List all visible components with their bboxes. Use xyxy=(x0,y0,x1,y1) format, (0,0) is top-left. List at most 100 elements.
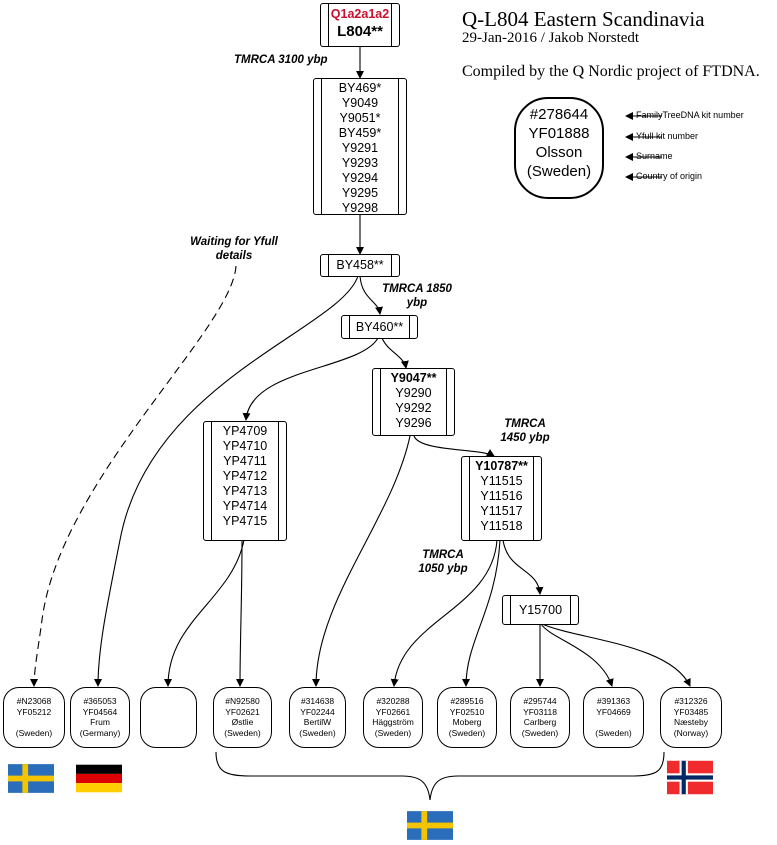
node-root-l804: Q1a2a1a2 L804** xyxy=(320,3,400,47)
waiting-line-1: Waiting for Yfull xyxy=(190,236,278,248)
leaf-yfull: YF02510 xyxy=(449,706,485,717)
leaf-kit: #314638 xyxy=(300,696,335,706)
flag-sweden-icon xyxy=(407,811,453,840)
leaf-country: (Sweden) xyxy=(299,727,336,738)
leaf-365053: #365053 YF04564 Frum (Germany) xyxy=(70,687,130,748)
snp: Y15700 xyxy=(518,602,563,617)
leaf-country: (Sweden) xyxy=(595,727,632,738)
snp: YP4713 xyxy=(222,484,268,498)
snp: Y10787** xyxy=(475,459,528,473)
leaf-yfull: YF03485 xyxy=(673,706,709,717)
node-by458: BY458** xyxy=(320,254,400,277)
leaf-kit: #N23068 xyxy=(16,696,52,706)
node-y15700: Y15700 xyxy=(502,595,579,625)
leaf-314638: #314638 YF02244 BertilW (Sweden) xyxy=(289,687,346,748)
leaf-391363: #391363 YF04669 (Sweden) xyxy=(583,687,644,748)
snp: YP4710 xyxy=(222,439,268,453)
legend-oval: #278644 YF01888 Olsson (Sweden) xyxy=(514,97,604,199)
snp: Y9293 xyxy=(341,156,379,170)
tmrca-1850: TMRCA 1850 ybp xyxy=(372,282,462,310)
node-yp4709: YP4709 YP4710 YP4711 YP4712 YP4713 YP471… xyxy=(203,421,287,541)
tmrca-1050-line-1: TMRCA xyxy=(422,549,464,561)
tmrca-1050-line-2: 1050 ybp xyxy=(418,563,468,575)
leaf-surname: BertilW xyxy=(303,717,332,727)
leaf-surname: Häggström xyxy=(372,717,414,727)
legend-kit: #278644 xyxy=(529,106,589,123)
leaf-295744: #295744 YF03118 Carlberg (Sweden) xyxy=(510,687,570,748)
legend-label-surname: Surname xyxy=(636,151,673,161)
snp: Y9298 xyxy=(341,201,379,215)
waiting-line-2: details xyxy=(215,250,253,262)
leaf-surname xyxy=(4,717,64,728)
leaf-country: (Sweden) xyxy=(374,727,412,738)
leaf-yfull: YF02244 xyxy=(300,706,335,717)
leaf-n92580: #N92580 YF02621 Østlie (Sweden) xyxy=(213,687,272,748)
tmrca-1850-line-2: ybp xyxy=(406,297,428,309)
snp: Y9295 xyxy=(341,186,379,200)
chart-title: Q-L804 Eastern Scandinavia xyxy=(462,7,705,31)
leaf-yfull: YF04669 xyxy=(596,706,631,717)
tmrca-1850-line-1: TMRCA 1850 xyxy=(382,283,452,295)
legend-country: (Sweden) xyxy=(526,163,592,180)
node-y10787: Y10787** Y11515 Y11516 Y11517 Y11518 xyxy=(461,456,542,541)
flag-sweden-icon xyxy=(8,764,54,793)
snp: YP4715 xyxy=(222,514,268,528)
leaf-yfull: YF03118 xyxy=(523,706,557,717)
leaf-surname xyxy=(584,717,643,728)
node-y9047: Y9047** Y9290 Y9292 Y9296 xyxy=(372,368,455,436)
leaf-289516: #289516 YF02510 Moberg (Sweden) xyxy=(437,687,497,748)
legend-label-yfull: Yfull kit number xyxy=(636,131,699,141)
snp: Y9292 xyxy=(395,401,432,415)
leaf-yfull: YF02661 xyxy=(375,706,411,717)
snp: Y11518 xyxy=(480,519,523,533)
leaf-kit: #N92580 xyxy=(225,696,260,706)
tmrca-3100: TMRCA 3100 ybp xyxy=(234,54,328,66)
leaf-country: (Norway) xyxy=(673,727,709,738)
leaf-surname: Carlberg xyxy=(523,717,557,727)
snp: Y11516 xyxy=(480,489,523,503)
node-root-snp: L804** xyxy=(337,23,383,40)
snp: YP4712 xyxy=(222,469,268,483)
flag-norway-icon xyxy=(667,760,713,795)
leaf-country: (Sweden) xyxy=(448,727,486,738)
snp: Y9290 xyxy=(395,386,432,400)
leaf-kit: #312326 xyxy=(674,696,708,706)
leaf-surname: Moberg xyxy=(452,717,482,727)
snp: BY459* xyxy=(338,126,382,140)
snp: YP4711 xyxy=(223,454,267,468)
leaf-empty xyxy=(140,687,197,748)
node-by460: BY460** xyxy=(341,315,418,339)
legend-label-kit: FamilyTreeDNA kit number xyxy=(636,110,744,120)
node-by469: BY469* Y9049 Y9051* BY459* Y9291 Y9293 Y… xyxy=(313,78,407,215)
leaf-kit: #365053 xyxy=(83,696,117,706)
leaf-kit: #320288 xyxy=(376,696,410,706)
tmrca-1450-line-1: TMRCA xyxy=(504,418,546,430)
legend-yfull: YF01888 xyxy=(528,125,590,142)
leaf-country: (Sweden) xyxy=(224,727,261,738)
snp: Y9049 xyxy=(341,96,379,110)
snp: Y11515 xyxy=(480,474,523,488)
leaf-kit: #289516 xyxy=(450,696,484,706)
leaf-yfull: YF05212 xyxy=(16,706,52,717)
leaf-yfull: YF04564 xyxy=(82,706,118,717)
tmrca-1450-line-2: 1450 ybp xyxy=(500,432,550,444)
leaf-country: (Germany) xyxy=(79,727,121,738)
snp: Y11517 xyxy=(480,504,523,518)
snp: Y9047** xyxy=(390,371,437,385)
snp: Y9296 xyxy=(395,416,432,430)
snp: BY469* xyxy=(338,81,382,95)
waiting-note: Waiting for Yfull details xyxy=(184,235,284,263)
legend-surname: Olsson xyxy=(535,144,583,161)
snp: YP4709 xyxy=(222,424,268,438)
leaf-country: (Sweden) xyxy=(15,727,53,738)
leaf-yfull: YF02621 xyxy=(225,706,260,717)
snp: Y9294 xyxy=(341,171,379,185)
snp: YP4714 xyxy=(222,499,268,513)
leaf-kit: #391363 xyxy=(596,696,631,706)
leaf-surname: Næsteby xyxy=(673,717,708,727)
flag-germany-icon xyxy=(76,764,122,793)
leaf-surname: Østlie xyxy=(231,717,254,727)
leaf-n23068: #N23068 YF05212 (Sweden) xyxy=(3,687,65,748)
snp: Y9051* xyxy=(339,111,381,125)
